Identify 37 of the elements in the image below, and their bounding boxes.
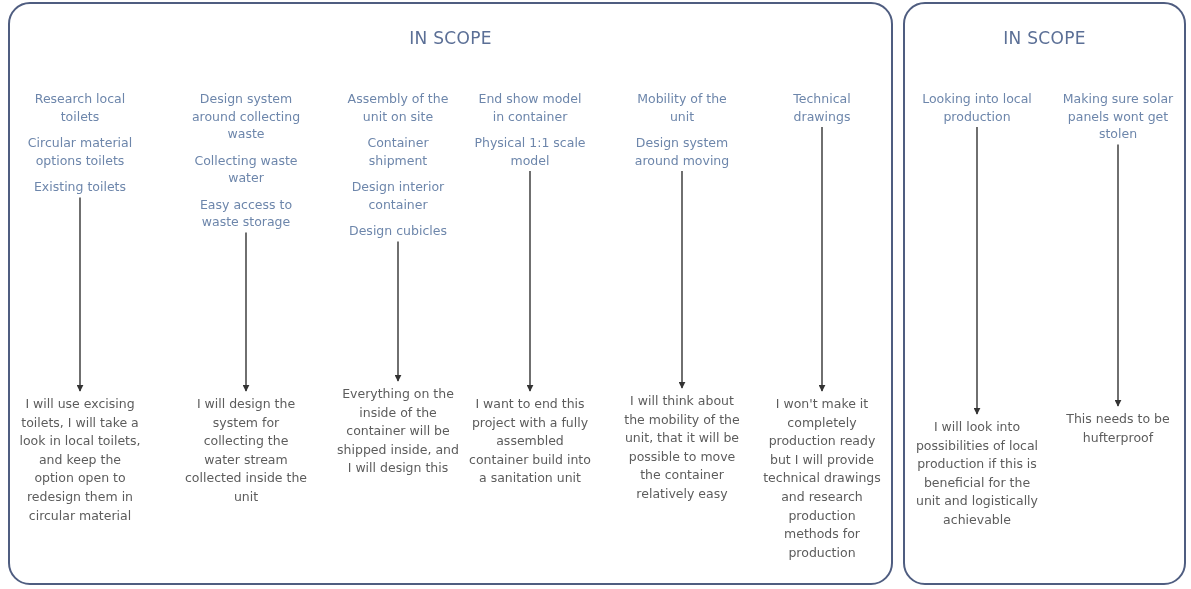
- topic-text: Container shipment: [366, 134, 430, 169]
- topic-text: Existing toilets: [33, 178, 127, 196]
- topic-text: Research local toilets: [33, 90, 127, 125]
- topic-text: Easy access to waste storage: [198, 195, 294, 231]
- arrow: [1114, 143, 1122, 407]
- topic-text: Design system around collecting waste: [190, 90, 302, 143]
- arrow: [76, 196, 84, 392]
- description-text: I won't make it completely production ready but I will provide technical drawings and research production methods for production: [762, 395, 882, 562]
- arrow: [242, 231, 250, 392]
- topic-text: Design system around moving: [633, 134, 731, 169]
- description-text: I will use excising toilets, I will take a look in local toilets, and keep the option open to redesign them in circular material: [18, 395, 142, 525]
- topic-text: Making sure solar panels wont get stolen: [1061, 90, 1175, 143]
- description-text: Everything on the inside of the container will be shipped inside, and I will design this: [336, 385, 460, 478]
- arrow: [678, 170, 686, 389]
- topic-text: Circular material options toilets: [26, 134, 134, 169]
- description-text: This needs to be hufterproof: [1065, 410, 1171, 447]
- topic-text: Mobility of the unit: [636, 90, 728, 125]
- scope-panel: [903, 2, 1186, 585]
- description-text: I will design the system for collecting the water stream collected inside the unit: [184, 395, 308, 506]
- topic-text: End show model in container: [477, 90, 583, 125]
- arrow: [973, 126, 981, 415]
- description-text: I will think about the mobility of the unit, that it will be possible to move the container relatively easy: [623, 392, 741, 503]
- description-text: I will look into possibilities of local production if this is beneficial for the unit and logistically achievable: [915, 418, 1039, 529]
- arrow: [818, 126, 826, 392]
- topic-text: Design interior container: [350, 178, 446, 213]
- scope-panel: [8, 2, 893, 585]
- topic-text: Collecting waste water: [193, 151, 299, 187]
- arrow: [526, 170, 534, 392]
- panel-heading: IN SCOPE: [408, 28, 493, 48]
- topic-text: Assembly of the unit on site: [346, 90, 450, 125]
- description-text: I want to end this project with a fully assembled container build into a sanitation unit: [468, 395, 592, 488]
- topic-text: Looking into local production: [921, 90, 1033, 125]
- topic-text: Design cubicles: [349, 222, 447, 240]
- arrow: [394, 240, 402, 382]
- panel-heading: IN SCOPE: [1002, 28, 1087, 48]
- topic-text: Physical 1:1 scale model: [473, 134, 587, 169]
- topic-text: Technical drawings: [792, 90, 852, 125]
